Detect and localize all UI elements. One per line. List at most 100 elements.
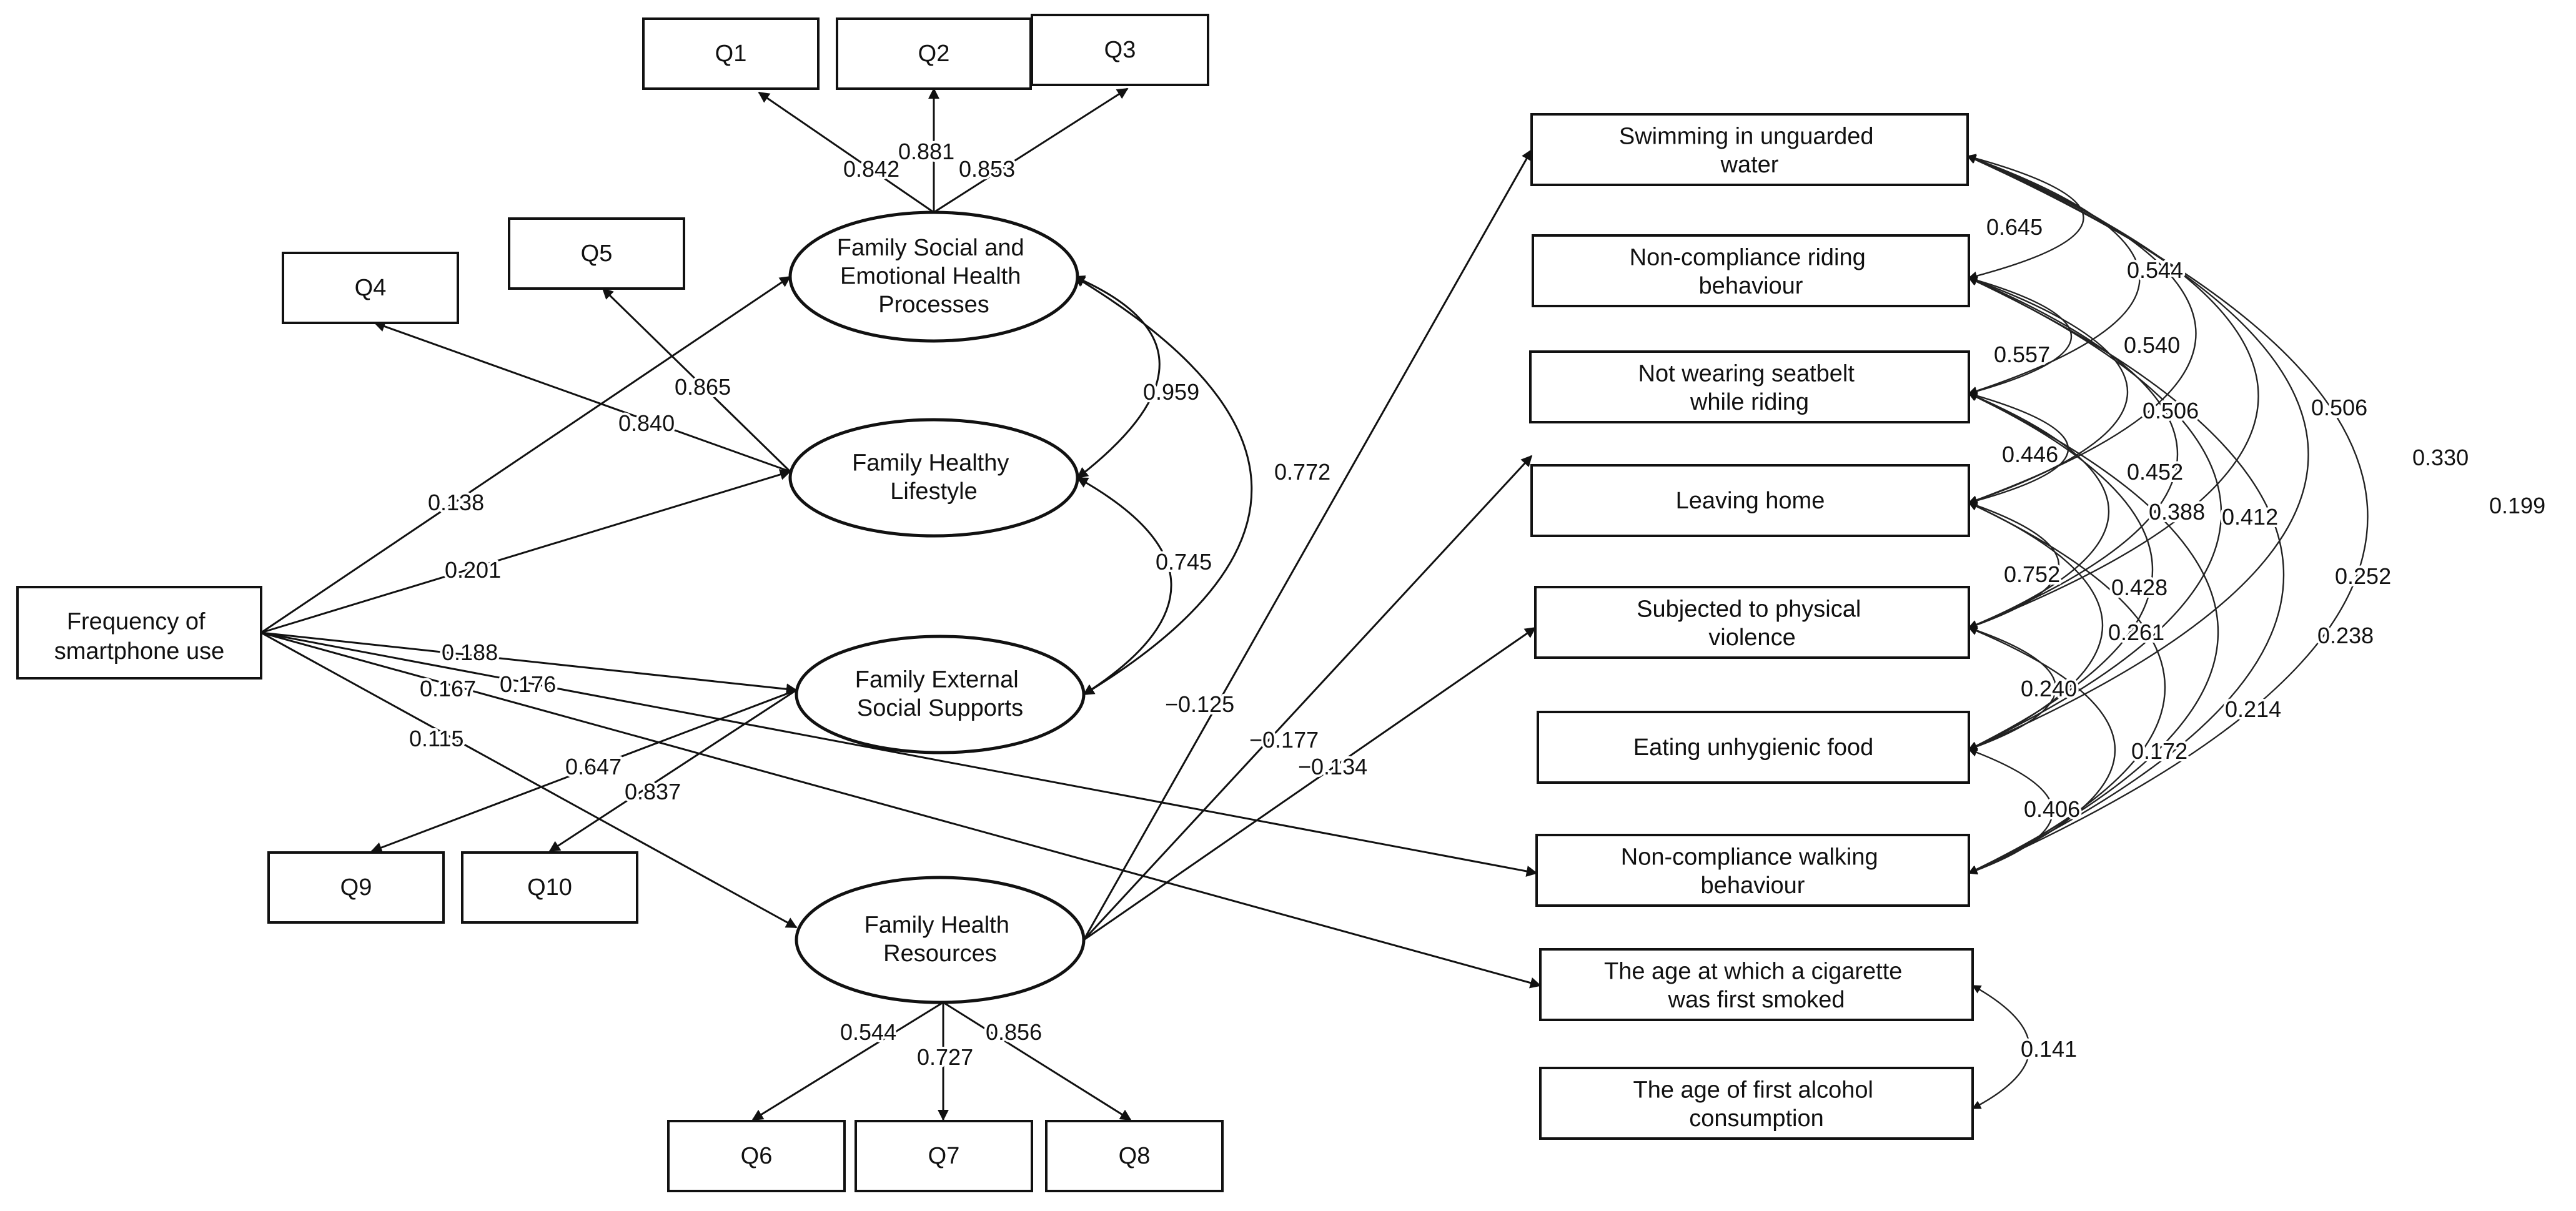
outcome-unhygienic-food-label: Eating unhygienic food	[1633, 734, 1874, 761]
indicator-q9: Q9	[267, 851, 445, 924]
coef-loading-q9: 0.647	[565, 754, 622, 779]
coef-corr-fhl-fes: 0.745	[1156, 549, 1212, 575]
connectors	[260, 87, 2369, 1121]
coef-corr-belt-leave: 0.446	[2002, 442, 2058, 467]
latent-family-external-supports: Family External Social Supports	[795, 635, 1086, 754]
loading-q4-arrow	[374, 320, 791, 473]
path-freq-walk	[260, 631, 1538, 877]
indicator-q6-label: Q6	[741, 1143, 773, 1169]
indicator-q1: Q1	[642, 17, 820, 90]
loading-q5-arrow	[602, 287, 791, 473]
indicator-q8: Q8	[1045, 1120, 1224, 1192]
path-freq-fhl	[260, 469, 791, 634]
outcome-riding-noncompliance: Non-compliance riding behaviour	[1532, 234, 1970, 307]
coef-path-freq-cig: 0.167	[420, 676, 476, 701]
coef-corr-swim-belt: 0.544	[2127, 257, 2183, 283]
latent-family-health-resources: Family Health Resources	[795, 876, 1086, 1004]
corr-food-walk	[1968, 748, 2054, 875]
coef-corr-leave-walk: 0.214	[2225, 696, 2281, 722]
coef-path-fhr-viol: −0.134	[1298, 754, 1367, 779]
indicator-q7: Q7	[855, 1120, 1033, 1192]
corr-ride-belt	[1968, 275, 2072, 396]
corr-viol-food	[1968, 626, 2057, 751]
indicator-q3-label: Q3	[1104, 37, 1136, 63]
corr-belt-leave	[1968, 391, 2069, 505]
path-fhr-leave	[1082, 455, 1533, 941]
latent-family-social-emotional-label: Family Social and Emotional Health Proce…	[837, 235, 1031, 318]
loading-q1-arrow	[758, 91, 934, 214]
indicator-q10-label: Q10	[527, 874, 572, 901]
path-freq-fhr	[260, 631, 798, 929]
coef-corr-swim-leave: 0.540	[2124, 332, 2180, 358]
latent-family-health-resources-label: Family Health Resources	[864, 912, 1016, 967]
corr-swim-walk	[1966, 155, 2369, 874]
coefficient-labels: 0.842 0.881 0.853 0.865 0.840 0.647 0.83…	[407, 136, 2548, 1072]
indicator-q4-label: Q4	[355, 275, 387, 301]
corr-ride-walk	[1968, 277, 2284, 874]
outcome-walking-noncompliance-label: Non-compliance walking behaviour	[1621, 844, 1885, 899]
loading-q3-arrow	[933, 87, 1129, 214]
corr-ride-viol	[1968, 277, 2179, 629]
outcome-no-seatbelt-label: Not wearing seatbelt while riding	[1638, 361, 1861, 416]
coef-corr-belt-food: 0.428	[2111, 575, 2167, 600]
outcome-first-alcohol-age-label: The age of first alcohol consumption	[1633, 1077, 1880, 1132]
coef-corr-cig-alc: 0.141	[2021, 1036, 2077, 1062]
path-freq-fse	[260, 275, 791, 634]
indicator-q2: Q2	[836, 17, 1032, 90]
coef-path-freq-fes: 0.188	[442, 640, 498, 665]
indicator-q2-label: Q2	[918, 41, 950, 67]
corr-viol-walk	[1968, 626, 2116, 874]
coef-corr-swim-walk: 0.199	[2489, 493, 2545, 518]
outcome-swimming-unguarded: Swimming in unguarded water	[1530, 113, 1969, 186]
path-fhr-swim	[1082, 149, 1533, 941]
coef-loading-q8: 0.856	[986, 1019, 1042, 1045]
corr-cig-alc	[1971, 984, 2030, 1110]
latent-family-healthy-lifestyle-label: Family Healthy Lifestyle	[852, 450, 1016, 505]
outcome-physical-violence: Subjected to physical violence	[1534, 586, 1970, 659]
indicator-q4: Q4	[282, 252, 459, 324]
outcome-riding-noncompliance-label: Non-compliance riding behaviour	[1630, 245, 1873, 300]
outcome-swimming-unguarded-label: Swimming in unguarded water	[1619, 124, 1880, 179]
coef-loading-q3: 0.853	[959, 156, 1015, 182]
indicator-q5-label: Q5	[581, 240, 613, 267]
coef-corr-ride-belt: 0.557	[1994, 342, 2050, 367]
coef-path-freq-fhl: 0.201	[445, 557, 501, 583]
corr-fse-fes	[1073, 275, 1253, 696]
corr-swim-viol	[1966, 155, 2259, 629]
coef-corr-ride-leave: 0.506	[2143, 398, 2199, 423]
latent-family-healthy-lifestyle: Family Healthy Lifestyle	[788, 418, 1079, 538]
indicator-q7-label: Q7	[928, 1143, 960, 1169]
coef-path-freq-fhr: 0.115	[409, 726, 463, 751]
indicator-q3: Q3	[1031, 14, 1209, 86]
coef-loading-q4: 0.840	[618, 410, 675, 436]
outcome-first-cigarette-age-label: The age at which a cigarette was first s…	[1604, 959, 1909, 1014]
coef-corr-fse-fes: 0.772	[1274, 459, 1330, 485]
loading-q8-arrow	[943, 1001, 1132, 1121]
path-freq-cig	[260, 631, 1542, 989]
coef-corr-fse-fhl: 0.959	[1143, 379, 1199, 405]
coef-corr-viol-walk: 0.172	[2131, 738, 2187, 764]
coef-loading-q7: 0.727	[917, 1044, 973, 1070]
coef-path-fhr-swim: −0.125	[1165, 691, 1234, 717]
coef-path-fhr-leave: −0.177	[1249, 727, 1319, 753]
corr-belt-food	[1968, 392, 2153, 751]
outcome-leaving-home-label: Leaving home	[1676, 488, 1825, 514]
latent-family-external-supports-label: Family External Social Supports	[855, 667, 1025, 722]
loading-q6-arrow	[751, 1001, 944, 1121]
corr-belt-walk	[1968, 392, 2219, 874]
loading-q9-arrow	[370, 689, 797, 853]
coef-corr-ride-viol: 0.452	[2127, 459, 2183, 485]
corr-fhl-fes	[1076, 477, 1172, 696]
corr-leave-food	[1968, 502, 2104, 751]
corr-leave-walk	[1968, 502, 2166, 874]
coef-loading-q1: 0.842	[843, 156, 899, 182]
coef-loading-q2: 0.881	[898, 139, 954, 164]
coef-corr-viol-food: 0.240	[2021, 676, 2077, 701]
outcome-first-cigarette-age: The age at which a cigarette was first s…	[1539, 948, 1974, 1021]
corr-fse-fhl	[1073, 275, 1161, 479]
indicator-q6: Q6	[667, 1120, 846, 1192]
indicator-q10: Q10	[461, 851, 638, 924]
coef-loading-q6: 0.544	[840, 1019, 896, 1045]
nodes: Q1 Q2 Q3 Q4 Q5 Q9 Q10 Q6	[16, 14, 1974, 1192]
coef-corr-ride-food: 0.412	[2222, 504, 2278, 530]
